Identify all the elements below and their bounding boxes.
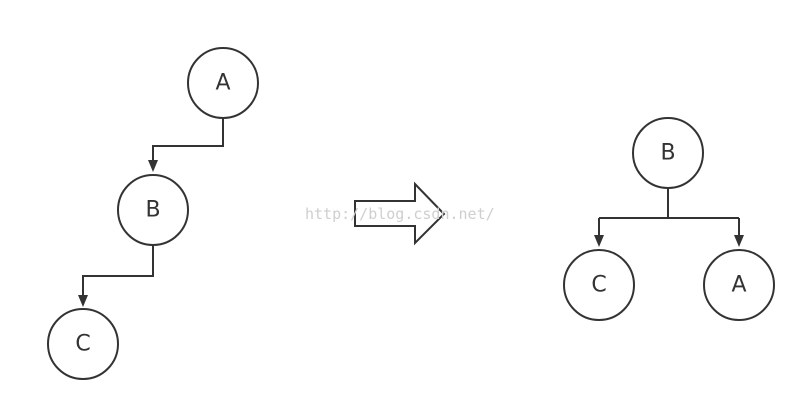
left-node-b: B	[117, 174, 189, 246]
left-node-c: C	[47, 308, 119, 380]
right-node-b-label: B	[660, 141, 675, 166]
right-tree: B C A	[563, 117, 775, 321]
right-node-b: B	[632, 117, 704, 189]
left-edge-a-b	[148, 117, 224, 172]
transform-arrow	[354, 181, 446, 246]
left-edge-b-c	[78, 244, 154, 307]
right-edge-b-children	[594, 187, 744, 247]
left-node-b-label: B	[145, 198, 160, 223]
right-node-a: A	[703, 249, 775, 321]
right-node-c-label: C	[591, 273, 606, 298]
right-node-c: C	[563, 249, 635, 321]
left-node-a-label: A	[215, 71, 230, 96]
watermark-text: http://blog.csdn.net/	[305, 205, 495, 223]
right-node-a-label: A	[731, 273, 746, 298]
left-tree: A B C	[47, 47, 259, 380]
left-node-c-label: C	[75, 332, 90, 357]
left-node-a: A	[187, 47, 259, 119]
